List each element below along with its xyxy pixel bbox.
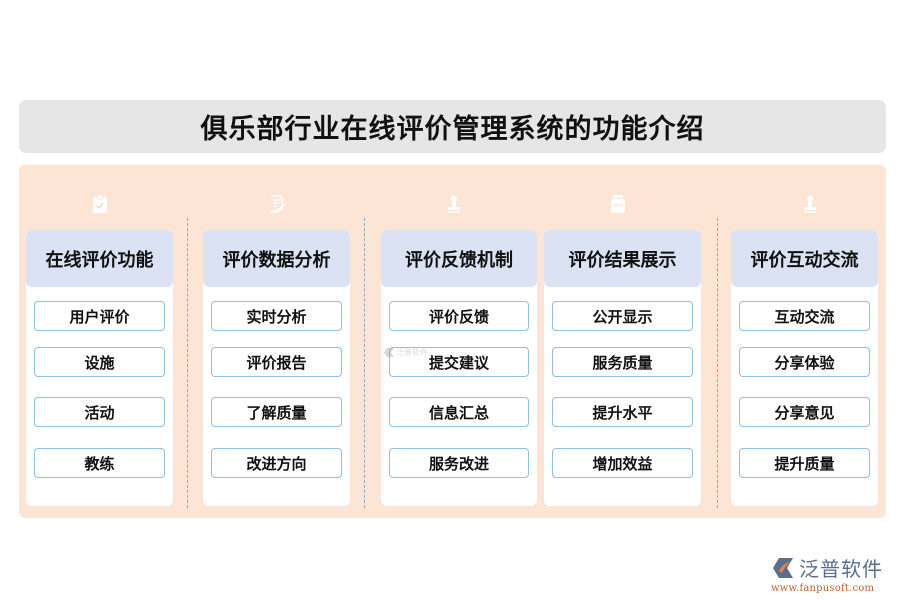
feature-item: 活动 xyxy=(34,397,165,427)
feature-column-online-review: 在线评价功能 用户评价 设施 活动 教练 xyxy=(26,230,173,506)
feature-column-interaction: 评价互动交流 互动交流 分享体验 分享意见 提升质量 xyxy=(731,230,878,506)
feature-item: 提升水平 xyxy=(552,397,693,427)
document-edit-icon xyxy=(268,193,286,215)
column-divider xyxy=(717,218,718,508)
feature-item: 公开显示 xyxy=(552,301,693,331)
feature-item: 分享体验 xyxy=(739,347,870,377)
column-header: 评价数据分析 xyxy=(203,230,350,287)
feature-item: 互动交流 xyxy=(739,301,870,331)
stamp-icon xyxy=(801,193,819,215)
jar-icon xyxy=(609,193,627,215)
feature-item: 教练 xyxy=(34,448,165,478)
column-header: 评价互动交流 xyxy=(731,230,878,287)
feature-item: 评价反馈 xyxy=(389,301,529,331)
fanpu-logo-icon xyxy=(773,557,793,578)
stamp-icon xyxy=(445,193,463,215)
feature-item: 增加效益 xyxy=(552,448,693,478)
feature-item: 服务改进 xyxy=(389,448,529,478)
logo-url: www.fanpusoft.com xyxy=(771,583,875,594)
brand-logo: 泛普软件 www.fanpusoft.com xyxy=(771,553,896,597)
feature-item: 服务质量 xyxy=(552,347,693,377)
column-header: 评价反馈机制 xyxy=(381,230,537,287)
feature-item: 评价报告 xyxy=(211,347,342,377)
feature-column-data-analysis: 评价数据分析 实时分析 评价报告 了解质量 改进方向 xyxy=(203,230,350,506)
title-bar: 俱乐部行业在线评价管理系统的功能介绍 xyxy=(19,100,886,153)
feature-item: 信息汇总 xyxy=(389,397,529,427)
feature-item: 提交建议 xyxy=(389,347,529,377)
column-divider xyxy=(364,218,365,508)
feature-column-feedback: 评价反馈机制 评价反馈 提交建议 信息汇总 服务改进 xyxy=(381,230,537,506)
watermark: 泛普软件 xyxy=(384,347,428,358)
feature-item: 实时分析 xyxy=(211,301,342,331)
feature-column-results: 评价结果展示 公开显示 服务质量 提升水平 增加效益 xyxy=(544,230,701,506)
page-title: 俱乐部行业在线评价管理系统的功能介绍 xyxy=(200,114,705,145)
feature-item: 设施 xyxy=(34,347,165,377)
feature-item: 了解质量 xyxy=(211,397,342,427)
column-header: 评价结果展示 xyxy=(544,230,701,287)
feature-item: 分享意见 xyxy=(739,397,870,427)
column-header: 在线评价功能 xyxy=(26,230,173,287)
feature-item: 提升质量 xyxy=(739,448,870,478)
logo-mark-icon xyxy=(384,348,394,357)
feature-item: 用户评价 xyxy=(34,301,165,331)
column-divider xyxy=(187,218,188,508)
logo-name: 泛普软件 xyxy=(799,557,883,581)
feature-item: 改进方向 xyxy=(211,448,342,478)
clipboard-check-icon xyxy=(91,193,109,215)
